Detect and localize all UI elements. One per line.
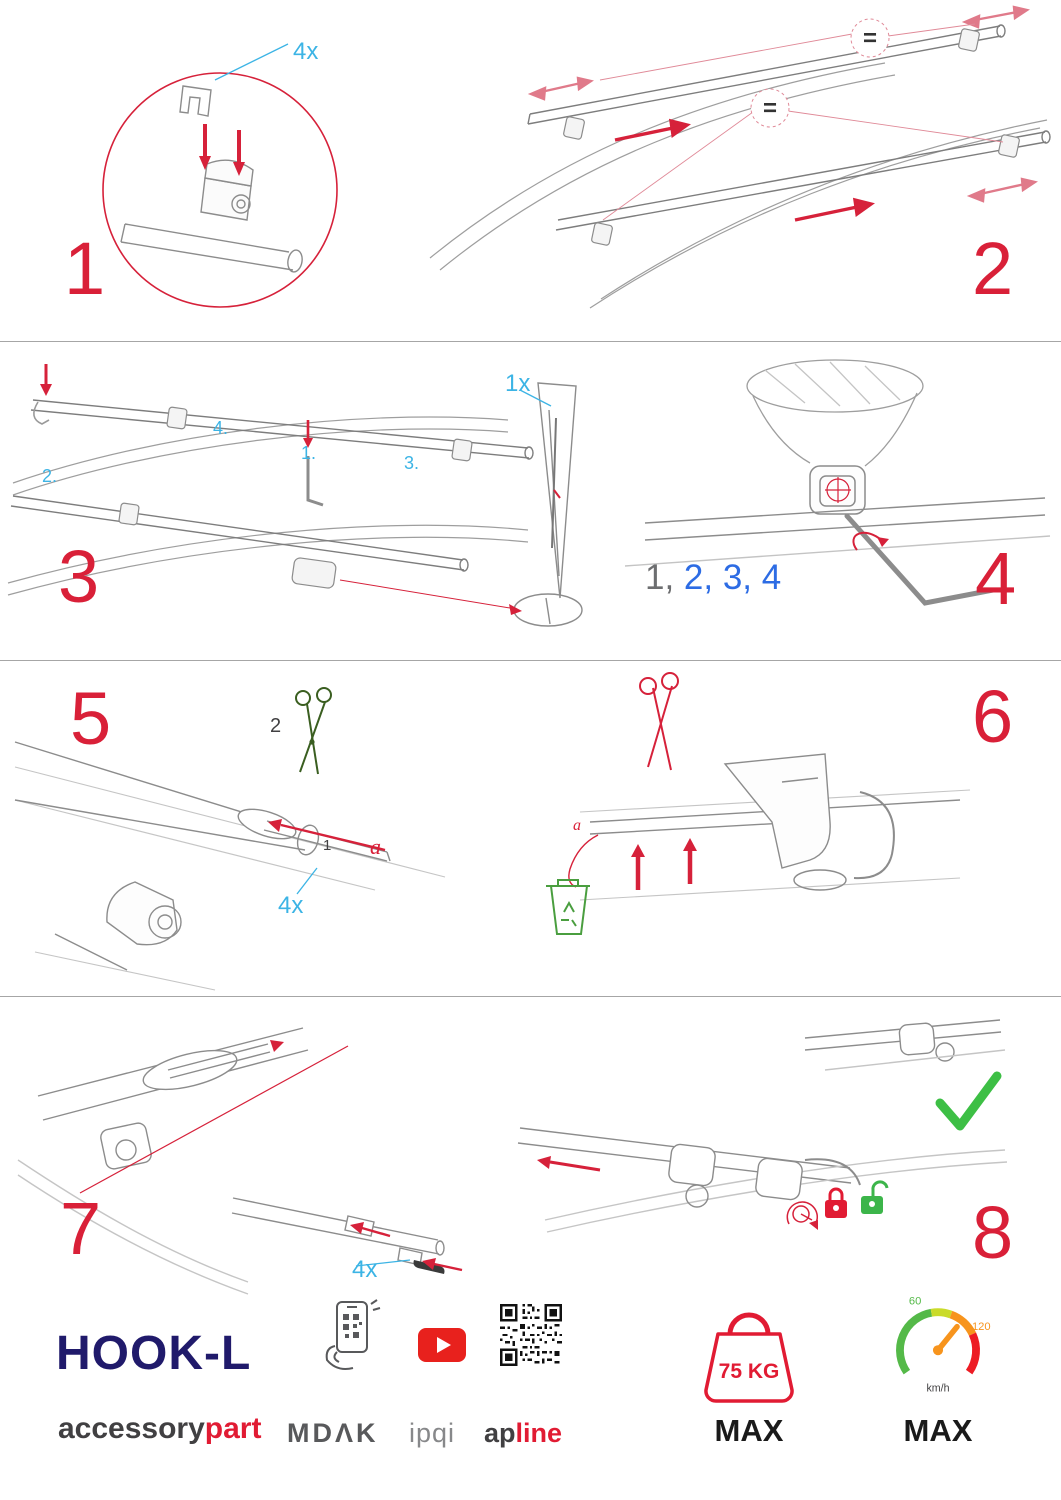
step3-substep-3: 3. xyxy=(404,453,420,473)
step7-illustration xyxy=(17,1027,463,1295)
push-up-arrows xyxy=(631,838,697,890)
locked-icon xyxy=(825,1187,847,1218)
max-weight-icon: 75 KG xyxy=(704,1312,794,1403)
youtube-icon xyxy=(418,1328,466,1362)
speed-min-label: 60 xyxy=(909,1295,921,1307)
press-down-arrows xyxy=(199,124,245,176)
step5-a-label: a xyxy=(370,834,381,859)
brand-red-part: part xyxy=(204,1412,262,1445)
brand-wordmark: accessorypart xyxy=(58,1414,261,1444)
step5-insert-label: 1 xyxy=(323,837,332,854)
insert-arrow xyxy=(268,819,386,852)
step1-quantity-label: 4x xyxy=(293,38,319,65)
step4-order-sequence: 1, 2, 3, 4 xyxy=(645,560,781,595)
step7-quantity-label: 4x xyxy=(352,1256,378,1283)
step6-illustration xyxy=(546,672,971,935)
separator-1 xyxy=(0,341,1061,342)
step1-number: 1 xyxy=(64,227,105,310)
step4-illustration xyxy=(624,359,1051,606)
separator-3 xyxy=(0,996,1061,997)
step4-number: 4 xyxy=(975,537,1016,620)
dimension-arrows xyxy=(527,5,1038,203)
end-cap xyxy=(413,1260,445,1274)
step1-illustration xyxy=(102,43,338,308)
step5-number: 5 xyxy=(70,677,111,760)
equal-sign-1: = xyxy=(863,25,877,52)
speed-high-label: 120 xyxy=(972,1321,991,1333)
slide-arrows xyxy=(614,118,875,222)
step6-number: 6 xyxy=(972,675,1013,758)
key-turn-icon xyxy=(786,1201,819,1230)
logo-ipqi: ipqi xyxy=(409,1418,456,1448)
step5-illustration xyxy=(14,687,446,991)
speed-unit-label: km/h xyxy=(926,1383,949,1395)
apline-red-part: line xyxy=(515,1418,563,1448)
step3-substep-1: 1. xyxy=(301,443,317,463)
step3-quantity-label: 1x xyxy=(505,370,531,397)
weight-value: 75 KG xyxy=(719,1360,780,1383)
step7-number: 7 xyxy=(60,1187,101,1270)
needle xyxy=(935,1323,960,1354)
step2-number: 2 xyxy=(972,227,1013,310)
step3-substep-4: 4. xyxy=(213,418,229,438)
step2-illustration: = = xyxy=(429,5,1051,309)
hook-detail xyxy=(33,364,52,425)
apline-dark-part: ap xyxy=(484,1418,516,1448)
step6-a-label: a xyxy=(573,817,581,834)
scissors-icon xyxy=(295,687,332,775)
speedometer-icon: 60 120 km/h xyxy=(896,1295,991,1395)
key-sleeve xyxy=(513,382,583,627)
equal-sign-2: = xyxy=(763,95,777,122)
logo-mdak: MDΛK xyxy=(287,1418,379,1448)
cap-arrows xyxy=(350,1222,463,1272)
unlocked-icon xyxy=(861,1180,889,1214)
speed-max-label: MAX xyxy=(903,1413,973,1448)
step8-number: 8 xyxy=(972,1191,1013,1274)
step5-quantity-label: 4x xyxy=(278,892,304,919)
product-name: HOOK-L xyxy=(56,1327,252,1380)
step3-substep-2: 2. xyxy=(42,466,58,486)
qr-code xyxy=(500,1304,562,1366)
step8-illustration xyxy=(517,1019,1008,1233)
slide-back-arrow xyxy=(537,1156,601,1172)
phone-qr-icon xyxy=(325,1299,381,1370)
target-mark xyxy=(825,477,851,503)
check-icon xyxy=(935,1071,1002,1131)
order-blue: 2, 3, 4 xyxy=(674,558,782,597)
logo-apline: apline xyxy=(484,1420,562,1447)
allen-key-large xyxy=(844,513,996,606)
weight-max-label: MAX xyxy=(714,1413,784,1448)
rotate-arrow xyxy=(852,531,889,551)
order-gray: 1, xyxy=(645,558,675,597)
separator-2 xyxy=(0,660,1061,661)
scissors-icon xyxy=(639,672,679,771)
step3-illustration xyxy=(7,364,583,627)
step3-number: 3 xyxy=(58,535,99,618)
brand-dark-part: accessory xyxy=(58,1412,205,1445)
trash-bin-icon xyxy=(546,879,590,935)
allen-key-small xyxy=(303,420,324,507)
step5-cut-label: 2 xyxy=(270,715,282,737)
